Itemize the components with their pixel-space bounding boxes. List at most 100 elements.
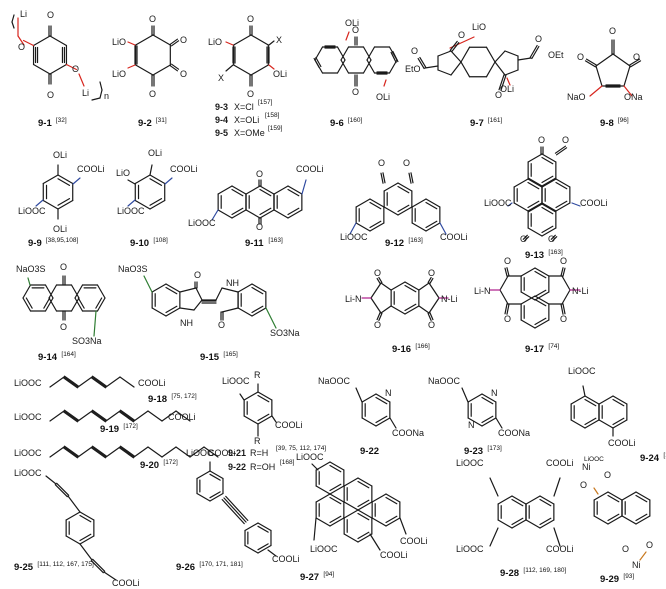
compound-ref-9-9: [38,95,108] [46, 237, 79, 244]
compound-label-9-16: 9-16 [392, 344, 411, 355]
compound-ref-9-18: [75, 172] [171, 393, 196, 400]
bond-42 [250, 34, 269, 46]
bond-66 [362, 59, 372, 74]
bond-616 [593, 491, 609, 501]
bond-618 [607, 513, 620, 522]
bond-60 [336, 59, 346, 74]
bond-581 [315, 493, 331, 503]
bond-159 [164, 177, 173, 185]
bond-478 [461, 387, 469, 403]
bond-135 [57, 174, 74, 185]
bond-564 [385, 496, 398, 505]
bond-605 [539, 517, 552, 526]
atom-label-l24: O [352, 25, 359, 35]
bond-430 [91, 446, 107, 458]
bond-241 [541, 178, 557, 188]
bond-512 [45, 475, 57, 485]
bond-487 [584, 417, 597, 426]
bond-45 [233, 64, 252, 76]
bond-457 [271, 415, 277, 423]
bond-75 [366, 46, 376, 61]
bond-267 [522, 234, 528, 240]
atom-label-l117: O [580, 480, 587, 490]
atom-label-l18: O [247, 89, 254, 99]
atom-label-l37: NaO [567, 92, 586, 102]
atom-label-l42: OLi [53, 224, 67, 234]
bond-146 [72, 177, 81, 185]
atom-label-l119: O [622, 544, 629, 554]
bond-157 [149, 164, 153, 176]
bond-596 [511, 517, 524, 526]
bond-245 [541, 153, 557, 163]
bond-87 [383, 79, 387, 87]
bond-426 [119, 409, 136, 421]
atom-label-l116: Ni [632, 560, 641, 570]
bond-408 [63, 375, 80, 387]
bond-243 [555, 200, 568, 209]
bond-617 [607, 494, 620, 503]
atom-label-l46: LiOOC [117, 206, 145, 216]
atom-label-l111: LiOOC [456, 458, 484, 468]
bond-405 [105, 376, 121, 388]
atom-label-l20: 9-4 [215, 115, 228, 125]
atom-label-l97: COONa [392, 428, 424, 438]
bond-620 [635, 491, 651, 501]
compound-ref-9-6: [160] [348, 117, 363, 124]
bond-294 [48, 284, 58, 299]
bond-97 [485, 46, 496, 63]
bond-124 [595, 53, 614, 67]
bond-107 [494, 61, 506, 76]
bond-232 [513, 178, 529, 188]
bond-500 [79, 511, 95, 521]
atom-label-l114: COOLi [546, 544, 574, 554]
bond-138 [42, 199, 59, 210]
bond-503 [65, 535, 81, 545]
bond-502 [79, 535, 95, 545]
bond-436 [175, 446, 191, 458]
bond-26 [152, 64, 171, 76]
compound-label-9-15: 9-15 [200, 352, 220, 363]
atom-label-l86: COOLi [168, 412, 196, 422]
bond-460 [375, 417, 391, 427]
bond-15 [65, 63, 78, 71]
bond-573 [357, 512, 370, 521]
bond-360 [427, 276, 432, 284]
bond-448 [243, 415, 259, 425]
atom-label-l51: O [378, 158, 385, 168]
bond-20 [11, 14, 15, 23]
atom-label-l23: OLi [376, 92, 390, 102]
atom-label-l12: O [180, 69, 187, 79]
atom-label-l120: O [646, 540, 653, 550]
atom-label-l108: LiOOC [296, 452, 324, 462]
bond-270 [552, 236, 558, 242]
bond-474 [467, 393, 483, 403]
atom-label-l4: O [72, 64, 79, 74]
bond-250 [527, 153, 543, 163]
bond-556 [357, 499, 370, 508]
bond-54 [268, 40, 275, 46]
bond-289 [77, 297, 85, 309]
atom-label-l38: ONa [624, 92, 643, 102]
bond-21 [11, 21, 15, 29]
bond-147 [35, 199, 44, 207]
bond-269 [550, 234, 556, 240]
atom-label-l3: O [18, 42, 25, 52]
compound-ref-9-13: [163] [548, 249, 563, 256]
bond-282 [96, 297, 106, 312]
bond-511 [54, 484, 68, 498]
bond-256 [541, 227, 557, 237]
bond-301 [27, 277, 31, 286]
bond-110 [451, 42, 460, 53]
bond-613 [607, 515, 623, 525]
atom-label-l10: O [149, 89, 156, 99]
bond-164 [217, 209, 233, 219]
bond-391 [506, 267, 510, 277]
compound-ref-9-25: [111, 112, 167, 175] [37, 561, 94, 568]
bond-98 [450, 50, 462, 63]
bond-442 [91, 445, 108, 457]
bond-407 [62, 377, 79, 389]
bond-181 [287, 209, 303, 219]
atom-label-l45: COOLi [170, 164, 198, 174]
bond-594 [497, 495, 513, 505]
atom-label-l93b: R=H [250, 448, 268, 458]
